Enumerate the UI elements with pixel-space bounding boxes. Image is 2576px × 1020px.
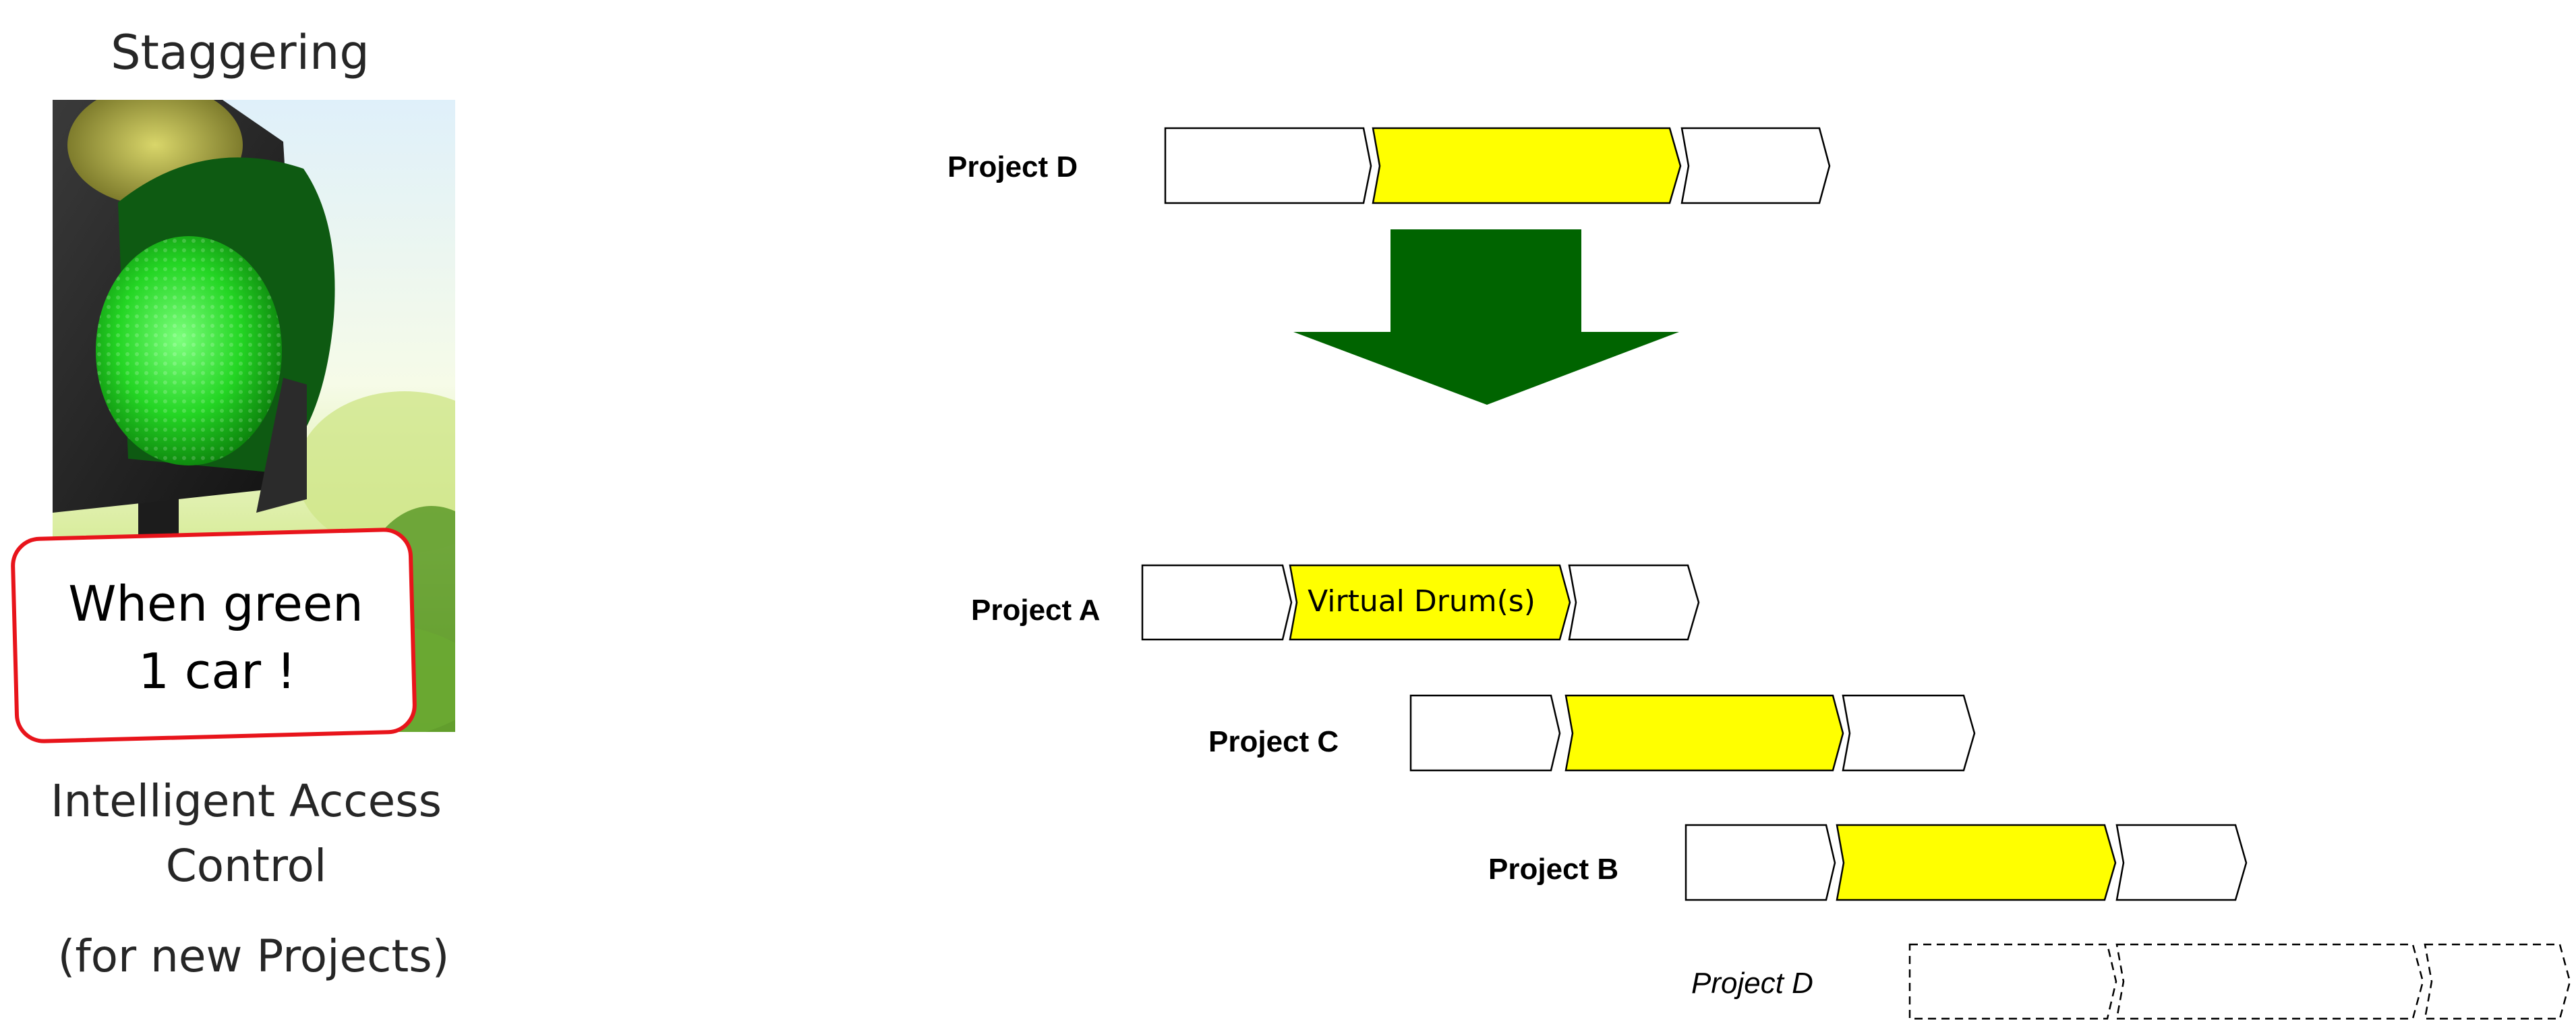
staggered-drum-chevron <box>2115 943 2424 1020</box>
row-chain-project-b <box>1685 824 2248 901</box>
staggering-heading: Staggering <box>111 25 370 80</box>
down-arrow-icon <box>1293 229 1679 405</box>
row-b-buffer-chevron <box>1685 824 1836 901</box>
row-label-project-b: Project B <box>1488 853 1618 886</box>
staggered-tail-chevron <box>2424 943 2571 1020</box>
row-chain-project-a: Virtual Drum(s) <box>1141 564 1700 641</box>
row-c-drum-chevron <box>1564 694 1844 772</box>
row-b-tail-chevron <box>2115 824 2248 901</box>
row-label-project-c: Project C <box>1208 725 1339 758</box>
callout-line-1: When green <box>68 575 363 632</box>
staggered-buffer-chevron <box>1908 943 2117 1020</box>
caption-line-3: (for new Projects) <box>58 930 450 982</box>
row-b-drum-chevron <box>1836 824 2117 901</box>
callout-line-2: 1 car ! <box>138 643 296 700</box>
green-light-callout <box>11 528 417 743</box>
row-a-drum-chevron <box>1289 564 1571 641</box>
row-a-buffer-chevron <box>1141 564 1293 641</box>
incoming-tail-chevron <box>1680 127 1831 204</box>
row-a-tail-chevron <box>1568 564 1700 641</box>
row-c-buffer-chevron <box>1409 694 1561 772</box>
staggered-project-label: Project D <box>1691 967 1813 1000</box>
caption-line-2: Control <box>166 840 327 892</box>
row-chain-project-c <box>1409 694 1976 772</box>
incoming-buffer-chevron <box>1164 127 1372 204</box>
staggered-project-chain <box>1908 943 2571 1020</box>
incoming-project-label: Project D <box>947 150 1078 183</box>
virtual-drum-label: Virtual Drum(s) <box>1308 584 1535 619</box>
caption-line-1: Intelligent Access <box>51 775 442 827</box>
row-label-project-a: Project A <box>971 594 1101 627</box>
incoming-drum-chevron <box>1372 127 1682 204</box>
incoming-project-chain <box>1164 127 1831 204</box>
row-c-tail-chevron <box>1842 694 1976 772</box>
